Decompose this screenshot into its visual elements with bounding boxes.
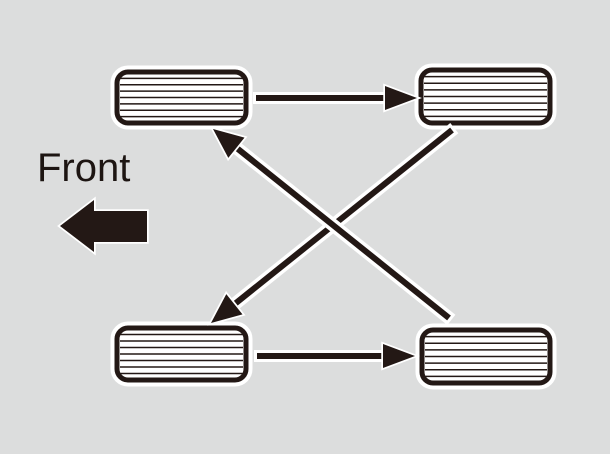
tire-top-right-border [418, 67, 553, 126]
tire-bottom-left-border [114, 325, 249, 383]
front-direction-arrow [57, 196, 149, 256]
arrow-bottom-left-to-bottom-right-head [381, 341, 420, 371]
tire-bottom-right [415, 323, 557, 390]
arrow-top-right-to-bottom-left-shaft [227, 127, 454, 311]
tire-top-left [110, 65, 253, 130]
arrow-bottom-right-to-top-left-head [209, 126, 248, 162]
arrow-top-right-to-bottom-left-head [207, 290, 246, 326]
front-label: Front [37, 146, 131, 190]
tire-bottom-right-border [419, 327, 553, 386]
arrow-bottom-left-to-bottom-right [254, 341, 420, 371]
arrow-top-right-to-bottom-left [207, 123, 459, 326]
arrow-bottom-right-to-top-left-shaft [229, 141, 451, 321]
arrow-bottom-right-to-top-left [209, 126, 456, 325]
tire-top-right [414, 63, 557, 130]
tire-top-left-border [114, 69, 249, 126]
arrow-top-left-to-top-right-head [383, 83, 422, 113]
arrow-top-left-to-top-right [253, 83, 422, 113]
tire-bottom-left [110, 321, 253, 387]
